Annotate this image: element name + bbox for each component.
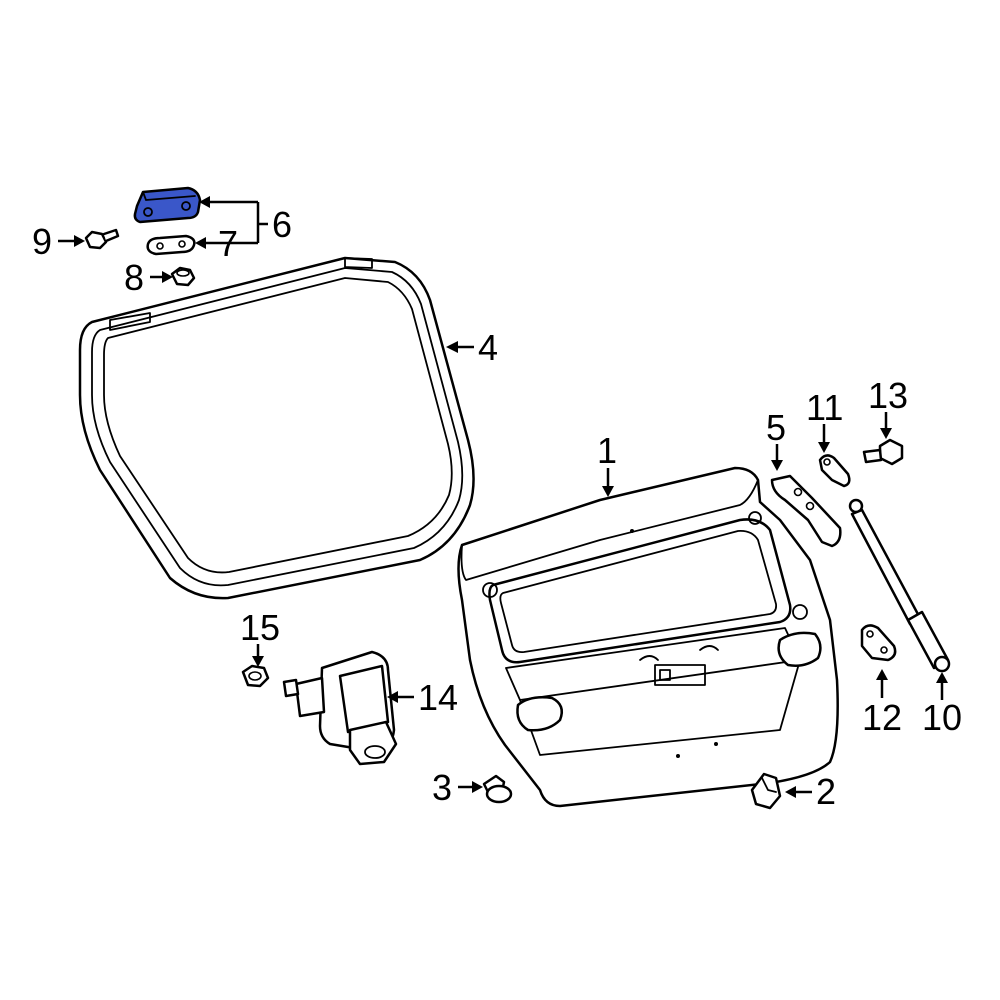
part-3-clip[interactable] [482,774,513,804]
callout-labels: 1 2 3 4 5 6 7 8 9 10 11 12 13 14 15 [32,204,962,812]
callout-10: 10 [922,697,962,738]
part-6-hinge[interactable] [133,186,202,224]
callout-6: 6 [272,204,292,245]
part-5-hinge[interactable] [770,474,842,548]
part-7-gasket[interactable] [146,234,196,256]
callout-11: 11 [806,387,843,428]
part-1-back-door[interactable] [457,466,839,808]
callout-1: 1 [597,430,617,471]
callout-7: 7 [218,223,238,264]
part-13-bolt[interactable] [862,438,904,466]
callout-15: 15 [240,607,280,648]
part-12-bracket[interactable] [860,624,897,662]
part-15-nut[interactable] [241,664,270,688]
part-2-clip[interactable] [750,772,782,810]
callout-9: 9 [32,221,52,262]
part-10-strut[interactable] [848,498,951,673]
callout-13: 13 [868,375,908,416]
callout-5: 5 [766,407,786,448]
part-9-bolt[interactable] [84,228,120,250]
part-11-bracket[interactable] [818,454,851,488]
leader-lines [58,196,948,798]
part-4-weatherstrip[interactable] [78,256,475,600]
callout-8: 8 [124,257,144,298]
callout-2: 2 [816,771,836,812]
callout-3: 3 [432,767,452,808]
part-8-nut[interactable] [170,266,196,287]
callout-4: 4 [478,327,498,368]
part-14-camera[interactable] [282,650,398,766]
callout-14: 14 [418,677,458,718]
callout-12: 12 [862,697,902,738]
